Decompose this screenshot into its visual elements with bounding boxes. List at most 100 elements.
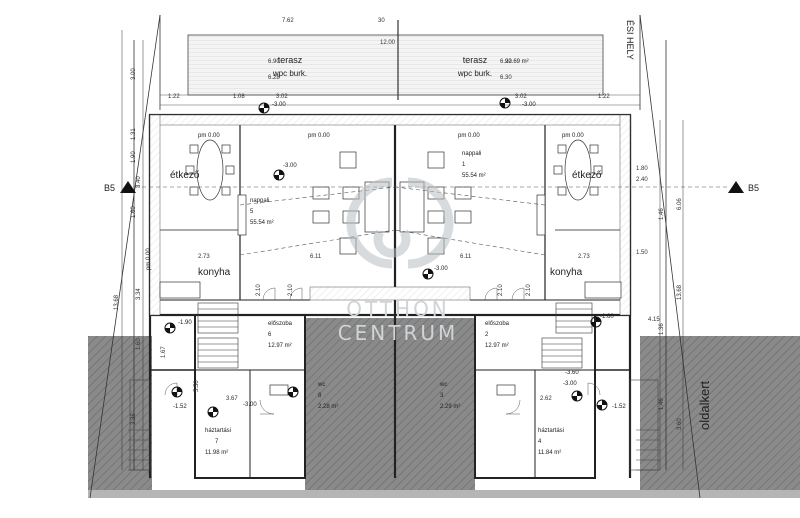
dim-label: 2.73 (578, 254, 590, 260)
room-hall-left-area: 12.97 m² (268, 343, 292, 349)
dim-label: 1.90 (131, 151, 137, 163)
dim-label: 1.60 (131, 206, 137, 218)
room-living-right-num: 1 (462, 162, 466, 168)
level-value: -1.52 (173, 404, 187, 410)
level-value: -3.00 (434, 266, 448, 272)
room-hall-right-num: 2 (485, 332, 489, 338)
terrace-floor-left: wpc burk. (272, 69, 307, 78)
watermark-text-1: OTTHON (346, 297, 450, 321)
room-utility-right-area: 11.84 m² (538, 450, 561, 456)
dim-label: 2.73 (198, 254, 210, 260)
dim-label: 3.67 (226, 396, 238, 402)
section-label-left: B5 (104, 183, 115, 193)
dim-label: 2.10 (526, 284, 532, 296)
dim-label: 5.50 (194, 380, 200, 392)
terrace-deck (160, 20, 640, 106)
exterior-stairs (128, 379, 660, 471)
wall-fill (149, 114, 631, 316)
parking-label: ÉSI HELY (625, 20, 635, 60)
side-garden-label: oldalkert (697, 380, 712, 430)
interior-stairs (197, 302, 593, 369)
furniture (159, 139, 622, 396)
section-marker-left-icon (120, 181, 136, 193)
dim-label: 3.60 (677, 418, 683, 430)
dim-label: 3.36 (131, 413, 137, 425)
section-marker-right-icon (728, 181, 744, 193)
dim-label: 1.46 (659, 208, 665, 220)
room-wc-left-num: 8 (318, 393, 322, 399)
dim-label: 1.50 (636, 250, 648, 256)
level-value: -3.00 (272, 102, 286, 108)
level-value: -1.52 (612, 404, 626, 410)
room-wc-right-area: 2.29 m² (440, 404, 460, 410)
room-utility-left-area: 11.98 m² (205, 450, 228, 456)
dim-label: 2.10 (256, 284, 262, 296)
dim-label: 1.36 (659, 323, 665, 335)
room-living-left-name: nappali (250, 198, 269, 204)
dim-label: 4.15 (648, 317, 660, 323)
level-value: -1.60 (600, 314, 614, 320)
watermark-logo-icon (346, 177, 454, 269)
dim-label: 12.00 (380, 40, 396, 46)
dim-label: 2.62 (540, 396, 552, 402)
room-kitchen-left: konyha (198, 267, 231, 278)
dim-label: 6.90 (500, 59, 512, 65)
terrain-hatch (88, 318, 800, 498)
terrace-label-left: terasz (278, 55, 303, 65)
dim-label: 6.90 (268, 59, 280, 65)
level-value: -3.00 (563, 381, 577, 387)
terrace-area-right: 22.69 m² (505, 59, 529, 65)
dim-label: 2.40 (636, 177, 648, 183)
dim-label: 6.11 (310, 254, 322, 260)
level-value: -3.00 (522, 102, 536, 108)
dim-label: 1.08 (233, 94, 245, 100)
room-wc-right-name: wc (439, 382, 447, 388)
dim-label: 1.80 (636, 166, 648, 172)
pm-label: pm 0.00 (458, 133, 480, 139)
level-value: -3.00 (243, 402, 257, 408)
room-hall-right-name: előszoba (485, 321, 510, 327)
pm-label: pm 0.00 (146, 248, 152, 270)
pm-label: pm 0.00 (308, 133, 330, 139)
room-dining-left: étkező (170, 170, 200, 181)
room-dining-right: étkező (572, 170, 602, 181)
dim-label: 2.10 (498, 284, 504, 296)
dim-label: 1.22 (598, 94, 610, 100)
dim-label: 1.67 (161, 346, 167, 358)
dim-label: 30 (378, 18, 385, 24)
property-lines (89, 14, 701, 499)
dim-label: 1.22 (168, 94, 180, 100)
terrace-floor-right: wpc burk. (457, 69, 492, 78)
pm-label: pm 0.00 (198, 133, 220, 139)
room-living-left-area: 55.54 m² (250, 220, 274, 226)
pm-label: pm 0.00 (562, 133, 584, 139)
level-marker-icons (164, 97, 608, 418)
room-hall-left-num: 6 (268, 332, 272, 338)
room-utility-right-name: háztartási (538, 428, 564, 434)
terrace-label-right: terasz (463, 55, 488, 65)
room-living-right-name: nappali (462, 151, 481, 157)
door-swings (164, 287, 601, 415)
level-value: -1.90 (178, 320, 192, 326)
room-utility-right-num: 4 (538, 439, 542, 445)
room-hall-right-area: 12.97 m² (485, 343, 509, 349)
level-value: -3.60 (565, 370, 579, 376)
room-wc-right-num: 3 (440, 393, 444, 399)
dim-label: 2.10 (288, 284, 294, 296)
room-kitchen-right: konyha (550, 267, 583, 278)
dim-label: 6.28 (268, 75, 280, 81)
room-living-right-area: 55.54 m² (462, 173, 486, 179)
dim-label: 3.00 (131, 68, 137, 80)
room-hall-left-name: előszoba (268, 321, 293, 327)
dim-chain-right (659, 120, 684, 470)
dim-label: 3.34 (136, 288, 142, 300)
dim-label: 3.40 (136, 176, 142, 188)
dim-label: 6.11 (460, 254, 472, 260)
dim-label: 13.68 (114, 294, 120, 310)
dim-label: 6.06 (677, 198, 683, 210)
room-wc-left-area: 2.28 m² (318, 404, 338, 410)
dim-label: 7.62 (282, 18, 294, 24)
dim-label: 13.68 (677, 284, 683, 300)
room-utility-left-name: háztartási (205, 428, 231, 434)
